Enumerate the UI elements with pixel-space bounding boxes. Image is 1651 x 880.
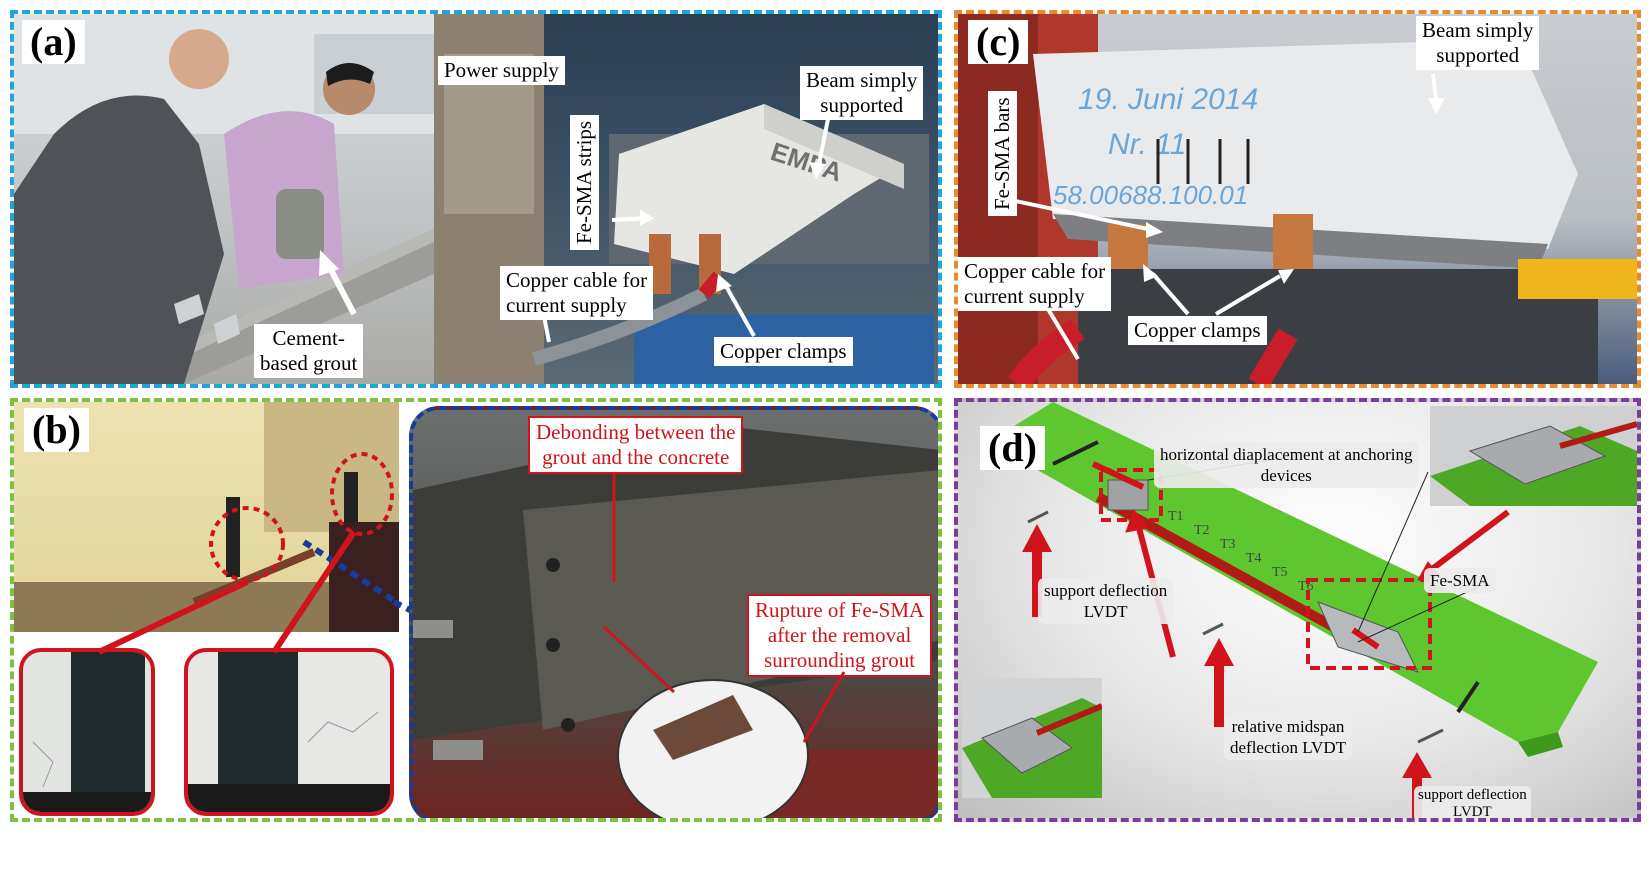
beam-supported-label-a: Beam simply supported xyxy=(800,66,924,120)
midspan-deflection-label: relative midspan deflection LVDT xyxy=(1224,714,1352,760)
beam-handwriting-1: 19. Juni 2014 xyxy=(1078,83,1258,116)
panel-c-arrows xyxy=(1005,73,1445,361)
horizontal-displacement-label: horizontal diaplacement at anchoring dev… xyxy=(1154,442,1419,488)
gauge-t4: T4 xyxy=(1246,551,1262,566)
failed-beam-drawing xyxy=(14,402,399,632)
grout-casting-photo xyxy=(14,14,434,384)
cement-grout-label: Cement- based grout xyxy=(254,324,364,378)
anchor-inset-bottom-left-drawing xyxy=(962,698,1102,798)
rupture-label: Rupture of Fe-SMA after the removal surr… xyxy=(747,594,933,677)
crack-detail-right xyxy=(184,648,394,816)
beam-handwriting-2: Nr. 11 xyxy=(1108,128,1186,161)
anchor-inset-top-right xyxy=(1430,406,1637,506)
panel-d-tag: (d) xyxy=(980,426,1045,470)
panel-c: 19. Juni 2014 Nr. 11 58.00688.100.01 (c)… xyxy=(954,10,1641,388)
crack-detail-left xyxy=(19,648,155,816)
copper-cable-label-c: Copper cable for current supply xyxy=(958,257,1112,311)
panel-b-tag: (b) xyxy=(24,408,89,452)
copper-clamps-label-a: Copper clamps xyxy=(714,337,853,366)
beam-handwriting-3: 58.00688.100.01 xyxy=(1053,180,1248,210)
panel-a: EMPA (a) Cement- based grout Power suppl… xyxy=(10,10,942,388)
copper-cable-label-a: Copper cable for current supply xyxy=(500,266,654,320)
crack-detail-right-drawing xyxy=(188,652,390,812)
fesma-label: Fe-SMA xyxy=(1424,568,1496,593)
support-deflection-left-label: support deflection LVDT xyxy=(1038,578,1174,624)
anchor-inset-top-right-drawing xyxy=(1430,421,1637,506)
support-deflection-right-label: support deflection LVDT xyxy=(1414,786,1531,818)
panel-a-tag: (a) xyxy=(22,20,85,64)
grout-casting-drawing xyxy=(14,14,434,384)
panel-c-tag: (c) xyxy=(968,20,1029,64)
gauge-t5: T5 xyxy=(1272,565,1288,580)
panel-a-arrows xyxy=(319,113,831,343)
gauge-t2: T2 xyxy=(1194,523,1210,538)
panel-d: T1 T2 T3 T4 T5 T6 xyxy=(954,398,1641,822)
power-supply-label: Power supply xyxy=(438,56,565,85)
anchor-inset-bottom-left xyxy=(962,678,1102,798)
crack-detail-left-drawing xyxy=(23,652,151,812)
copper-clamps-label-c: Copper clamps xyxy=(1128,316,1267,345)
beam-model-drawing: T1 T2 T3 T4 T5 T6 xyxy=(988,402,1598,818)
beam-supported-label-c: Beam simply supported xyxy=(1416,16,1540,70)
gauge-t3: T3 xyxy=(1220,537,1236,552)
debonding-label: Debonding between the grout and the conc… xyxy=(528,416,744,474)
panel-b-annotation-lines xyxy=(602,474,846,743)
gauge-t1: T1 xyxy=(1168,509,1184,524)
panel-b: (b) Debonding between the grout and the … xyxy=(10,398,942,822)
